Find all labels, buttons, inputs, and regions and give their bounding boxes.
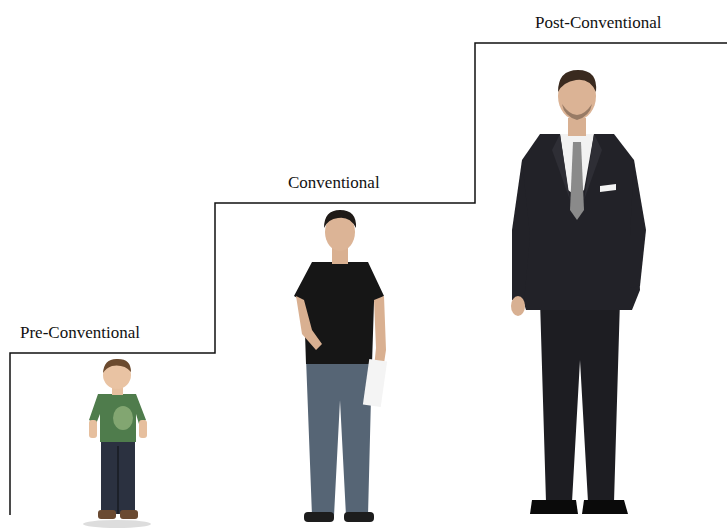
casual-man-figure — [294, 210, 387, 522]
staircase-line — [10, 43, 727, 515]
stage-label: Post-Conventional — [535, 13, 662, 33]
boy-figure — [83, 359, 151, 528]
stage-label: Pre-Conventional — [20, 323, 140, 343]
suit-man-figure — [511, 70, 646, 514]
stage-label: Conventional — [288, 173, 380, 193]
